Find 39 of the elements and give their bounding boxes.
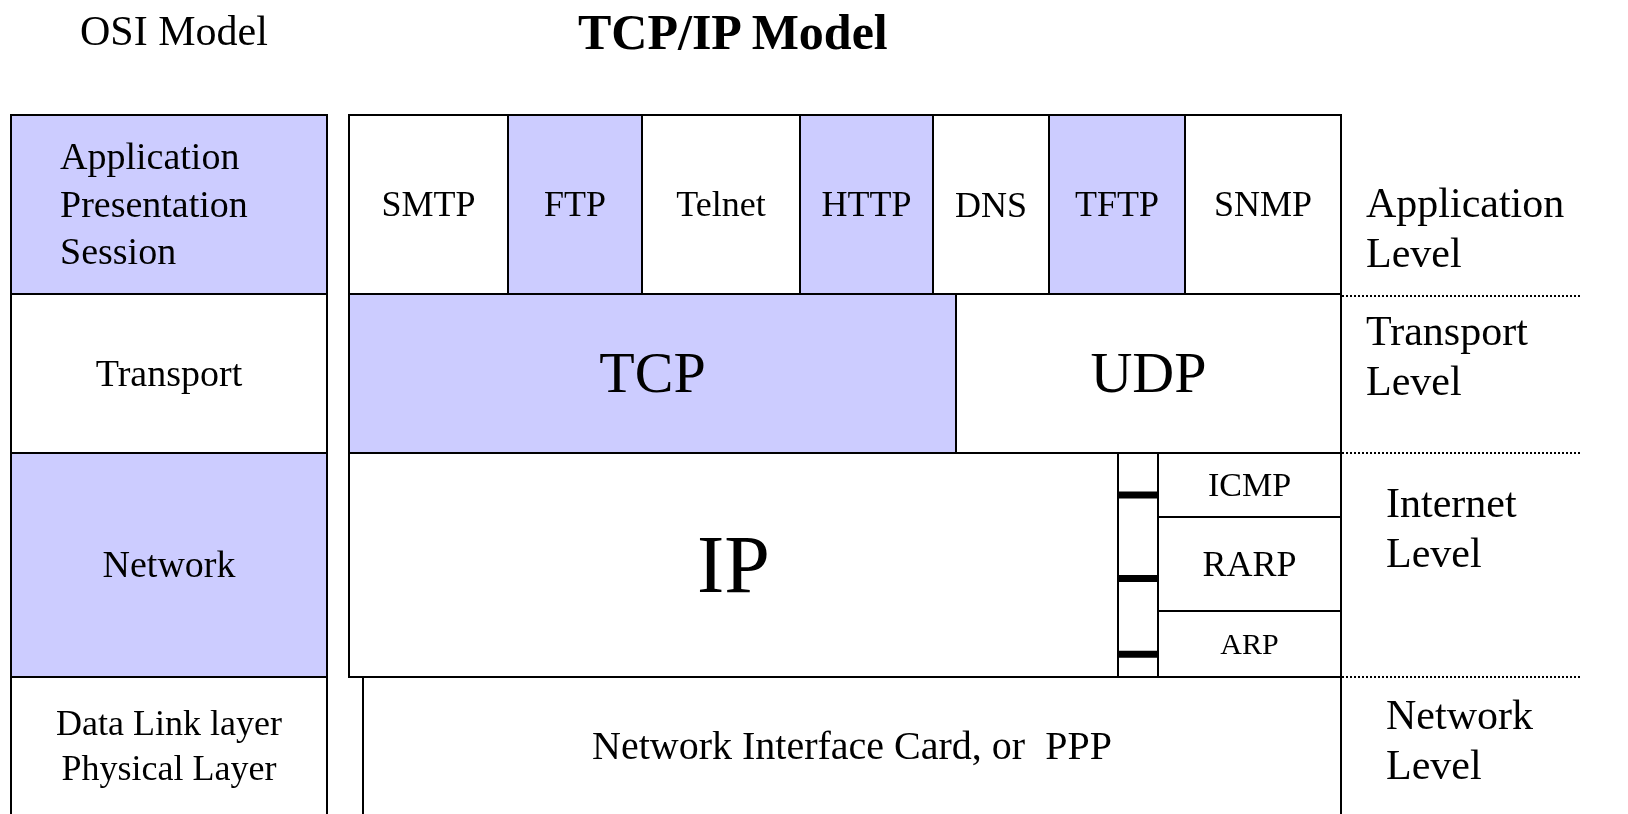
layer-box (1048, 114, 1186, 295)
layer-label: TCP (599, 339, 706, 408)
layer-label: ICMP (1207, 464, 1292, 505)
level-label: Application Level (1366, 179, 1566, 279)
layer-label: Presentation (60, 181, 248, 227)
level-label: Network Level (1386, 691, 1534, 791)
layer-box (507, 114, 643, 295)
layer-label: FTP (543, 183, 606, 226)
layer-box (1184, 114, 1342, 295)
layer-label: Physical Layer (61, 747, 277, 790)
layer-box (348, 293, 957, 454)
layer-box (10, 114, 328, 295)
level-label: Transport Level (1366, 307, 1529, 407)
layer-box (362, 676, 1342, 814)
layer-label: Transport (95, 350, 243, 396)
layer-label: Network Interface Card, or PPP (592, 722, 1112, 770)
layer-label: SMTP (381, 183, 476, 226)
layer-label: Session (60, 229, 177, 275)
column-heading: OSI Model (80, 7, 268, 56)
layer-label: ARP (1220, 626, 1279, 663)
title: TCP/IP Model (578, 3, 888, 62)
layer-label: HTTP (821, 183, 912, 226)
layer-label: TFTP (1075, 183, 1159, 226)
layer-box (10, 676, 328, 814)
layer-label: Application (60, 134, 240, 180)
layer-box (348, 114, 509, 295)
layer-label: UDP (1090, 339, 1207, 408)
layer-label: DNS (955, 184, 1027, 227)
layer-box (799, 114, 934, 295)
layer-label: SNMP (1213, 183, 1313, 226)
layer-label: IP (697, 517, 770, 612)
layer-box (10, 452, 328, 678)
layer-box (10, 293, 328, 454)
layer-box (955, 293, 1342, 454)
layer-label: Data Link layer (56, 702, 282, 745)
layer-label: Telnet (676, 183, 766, 226)
layer-label: Network (102, 542, 236, 588)
layer-label: RARP (1202, 542, 1297, 586)
level-label: Internet Level (1386, 479, 1518, 579)
